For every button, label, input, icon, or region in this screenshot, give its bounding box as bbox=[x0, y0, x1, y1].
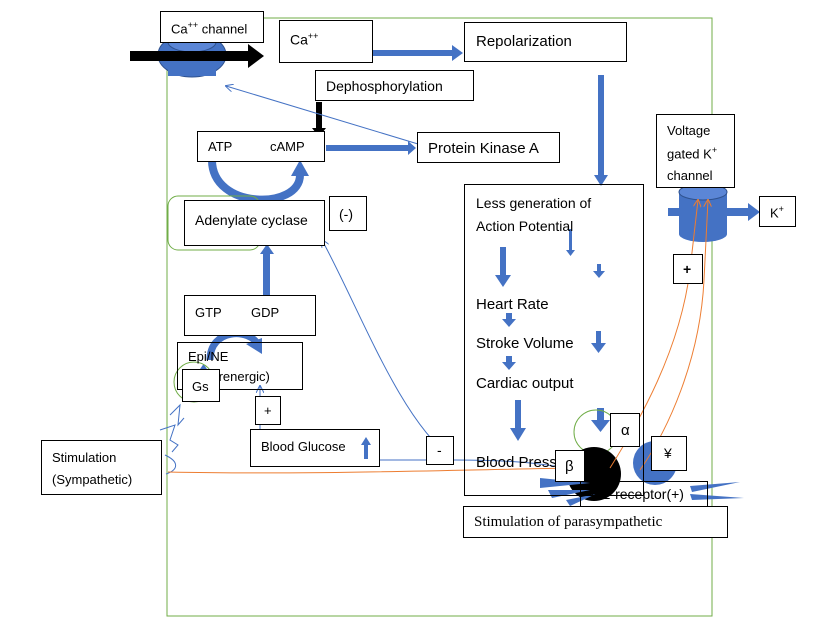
k-efflux-arrow bbox=[668, 203, 760, 221]
bp-arrow-2 bbox=[591, 408, 610, 432]
adenylate-cyclase-text: Adenylate cyclase bbox=[195, 212, 308, 228]
yen-text: ¥ bbox=[664, 445, 672, 461]
repolarization-text: Repolarization bbox=[476, 33, 572, 50]
sympathetic-to-beta-orange-line bbox=[167, 467, 576, 474]
stimulation-sympathetic-box: Stimulation (Sympathetic) bbox=[41, 440, 162, 495]
bp-arrow-1 bbox=[510, 400, 526, 441]
cardiac-output-text: Cardiac output bbox=[476, 375, 574, 392]
k-plus-text: K bbox=[770, 205, 779, 221]
gdp-to-cyclase-arrow bbox=[260, 244, 274, 295]
voltage-line1: Voltage bbox=[667, 123, 711, 138]
epi-ne-text: Epi/NE bbox=[188, 349, 229, 364]
camp-text: cAMP bbox=[270, 139, 305, 154]
m2-to-k-channel-line-1 bbox=[609, 200, 698, 469]
ca-text: Ca bbox=[290, 31, 308, 48]
heart-rate-text: Heart Rate bbox=[476, 296, 549, 313]
sv-arrow-2 bbox=[591, 331, 606, 353]
pka-to-ca-channel-line bbox=[226, 86, 419, 145]
atp-to-camp-curve-head bbox=[291, 160, 309, 176]
k-plus-box: K+ bbox=[759, 196, 796, 227]
voltage-line3: channel bbox=[667, 168, 713, 183]
ap-small-arrow bbox=[566, 229, 575, 256]
stimulation-line2: (Sympathetic) bbox=[52, 472, 133, 487]
minus-paren-box: (-) bbox=[329, 196, 367, 231]
less-gen-line2: Action Potential bbox=[476, 218, 574, 234]
ca-channel-sup: ++ bbox=[187, 20, 199, 30]
plus-right-box: + bbox=[673, 254, 703, 284]
gs-box: Gs bbox=[182, 369, 220, 402]
less-gen-line1: Less generation of bbox=[476, 195, 592, 211]
hr-arrow-2 bbox=[593, 264, 605, 278]
gtp-text: GTP bbox=[195, 305, 222, 320]
adenylate-cyclase-box: Adenylate cyclase bbox=[184, 200, 325, 246]
k-plus-sup: + bbox=[778, 204, 784, 214]
alpha-text: α bbox=[621, 422, 630, 439]
stimulation-line1: Stimulation bbox=[52, 450, 117, 465]
gs-text: Gs bbox=[192, 379, 209, 394]
voltage-sup: + bbox=[711, 145, 718, 155]
minus-paren-text: (-) bbox=[339, 206, 353, 222]
minus-box-text: - bbox=[437, 442, 442, 458]
plus-small-text: + bbox=[264, 403, 272, 418]
parasympathetic-nerve-endings bbox=[540, 478, 744, 506]
co-arrow-1 bbox=[502, 356, 516, 370]
protein-kinase-a-text: Protein Kinase A bbox=[428, 140, 539, 157]
atp-camp-box: ATP cAMP bbox=[197, 131, 325, 162]
less-generation-box: Less generation of Action Potential Hear… bbox=[464, 184, 644, 496]
atp-text: ATP bbox=[208, 139, 233, 154]
voltage-line2: gated K bbox=[667, 146, 712, 162]
blood-pressure-text: Blood Press bbox=[476, 454, 557, 471]
stroke-volume-text: Stroke Volume bbox=[476, 335, 574, 352]
cell-membrane-outline bbox=[166, 17, 713, 617]
ca-channel-label-box: Ca++ channel bbox=[160, 11, 264, 43]
gdp-text: GDP bbox=[251, 305, 280, 320]
beta-text: β bbox=[565, 458, 574, 475]
m2-receptor-box: M2-receptor(+) bbox=[580, 481, 708, 507]
camp-to-pka-arrow bbox=[326, 141, 416, 155]
atp-to-camp-curve bbox=[208, 159, 304, 204]
dephosphorylation-arrow bbox=[312, 102, 326, 137]
hr-arrow-1 bbox=[495, 247, 511, 287]
glucose-up-arrow bbox=[361, 437, 371, 459]
ca-channel-text: Ca bbox=[171, 21, 188, 37]
blood-glucose-box: Blood Glucose bbox=[250, 429, 380, 467]
plus-small-box: + bbox=[255, 396, 281, 425]
protein-kinase-a-box: Protein Kinase A bbox=[417, 132, 560, 163]
m2-receptor-text: M2-receptor(+) bbox=[591, 486, 684, 502]
ca-channel-rest: channel bbox=[198, 21, 248, 37]
ca-sup: ++ bbox=[307, 31, 319, 41]
plus-right-text: + bbox=[683, 261, 692, 277]
yen-box: ¥ bbox=[651, 436, 687, 471]
gtp-gdp-box: GTP GDP bbox=[184, 295, 316, 336]
inhibition-to-cyclase-line bbox=[322, 240, 453, 459]
ca-box: Ca++ bbox=[279, 20, 373, 63]
alpha-box: α bbox=[610, 413, 640, 447]
dephosphorylation-text: Dephosphorylation bbox=[326, 78, 443, 94]
repolarization-down-arrow bbox=[594, 75, 608, 186]
dephosphorylation-box: Dephosphorylation bbox=[315, 70, 474, 101]
voltage-gated-k-box: Voltage gated K+ channel bbox=[656, 114, 735, 188]
ca-influx-arrow bbox=[130, 44, 264, 68]
ca-to-repolarization-arrow bbox=[373, 45, 463, 61]
blood-glucose-text: Blood Glucose bbox=[261, 439, 346, 454]
stimulation-parasympathetic-text: Stimulation of parasympathetic bbox=[474, 514, 663, 530]
sv-arrow-1 bbox=[502, 313, 516, 327]
stimulation-parasympathetic-box: Stimulation of parasympathetic bbox=[463, 506, 728, 538]
beta-box: β bbox=[555, 450, 585, 482]
repolarization-box: Repolarization bbox=[464, 22, 627, 62]
minus-box: - bbox=[426, 436, 454, 465]
